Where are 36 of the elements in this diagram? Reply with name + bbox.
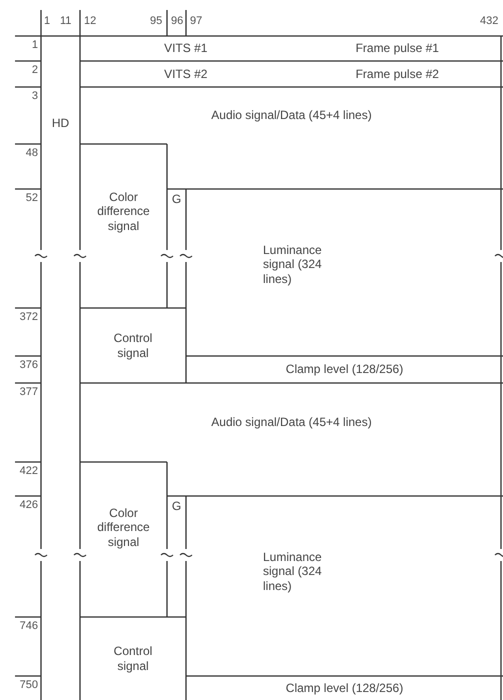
- column-number: 12: [84, 16, 96, 27]
- region-label: Control signal: [112, 644, 154, 673]
- line-number: 426: [20, 500, 38, 511]
- line-number: 422: [20, 466, 38, 477]
- region-label: Luminance signal (324 lines): [263, 550, 323, 594]
- line-number: 376: [20, 360, 38, 371]
- column-number: 95: [150, 16, 162, 27]
- region-label: HD: [52, 116, 70, 130]
- region-label: Audio signal/Data (45+4 lines): [211, 415, 372, 430]
- line-number: 3: [32, 91, 38, 102]
- region-label: Control signal: [112, 331, 154, 360]
- region-label: Color difference signal: [96, 190, 151, 234]
- region-label: Clamp level (128/256): [286, 362, 404, 377]
- line-number: 48: [26, 148, 38, 159]
- region-label: Clamp level (128/256): [286, 680, 404, 696]
- row-label: VITS #2: [163, 66, 208, 82]
- line-number: 2: [32, 65, 38, 76]
- row-sublabel: Frame pulse #2: [354, 66, 440, 82]
- column-number: 11: [60, 16, 72, 27]
- column-number: 96: [171, 16, 184, 27]
- line-number: 1: [32, 40, 38, 51]
- region-label: G: [172, 192, 182, 206]
- region-label: G: [172, 499, 182, 514]
- line-number: 746: [20, 621, 38, 632]
- row-sublabel: Frame pulse #1: [354, 41, 440, 56]
- line-number: 52: [26, 193, 38, 204]
- region-label: Audio signal/Data (45+4 lines): [211, 108, 372, 123]
- column-number: 432: [480, 16, 498, 27]
- line-number: 377: [20, 387, 38, 398]
- column-number: 1: [44, 16, 50, 27]
- row-label: VITS #1: [163, 41, 208, 56]
- region-label: Color difference signal: [96, 506, 151, 550]
- region-label: Luminance signal (324 lines): [263, 243, 323, 286]
- line-number: 372: [20, 312, 38, 323]
- line-number: 750: [20, 680, 38, 691]
- column-number: 97: [190, 16, 202, 27]
